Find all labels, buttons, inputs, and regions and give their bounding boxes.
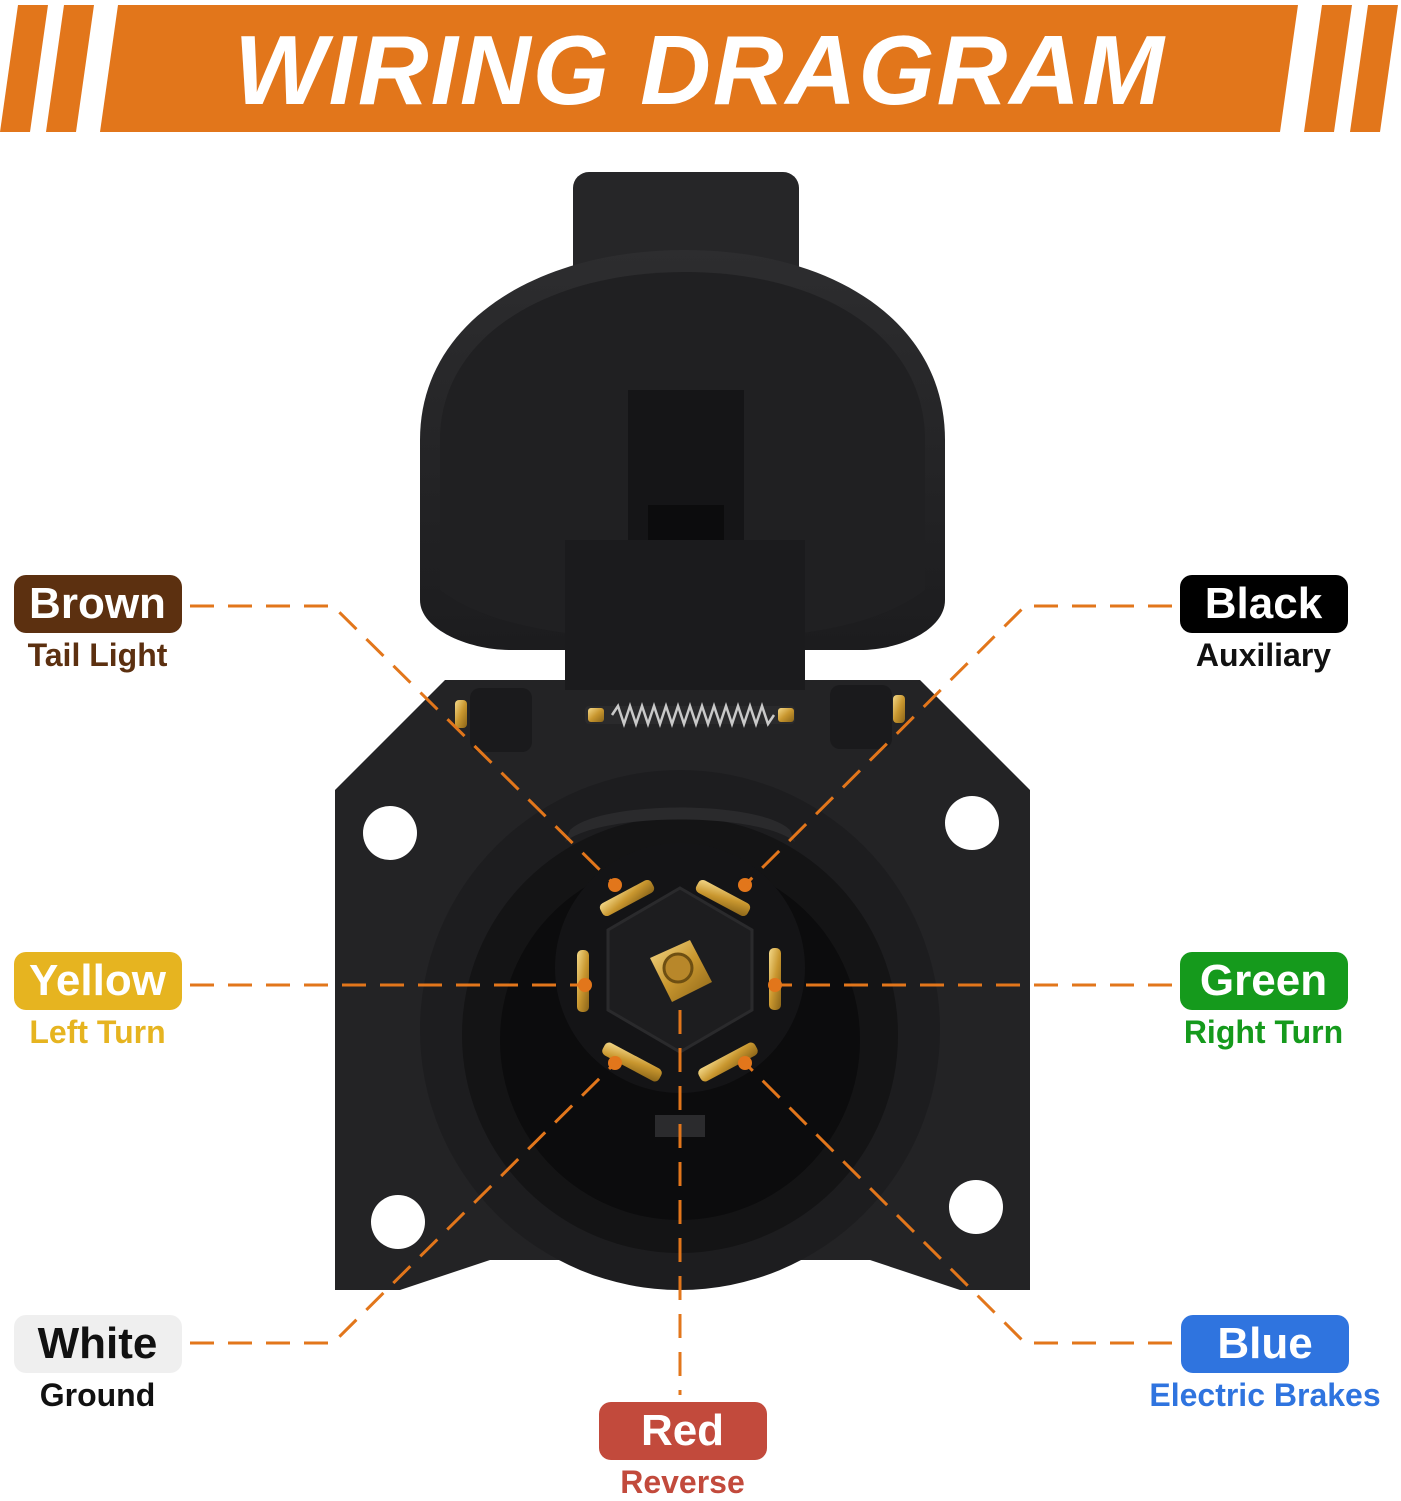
pin-marker-electric-brakes	[738, 1056, 752, 1070]
pin-marker-ground	[608, 1056, 622, 1070]
pin-ground	[602, 1042, 662, 1082]
banner-bar	[100, 5, 1298, 132]
wire-color-chip: Yellow	[13, 952, 182, 1010]
hinge-pin	[455, 700, 467, 728]
label-green: Green Right Turn	[1166, 952, 1361, 1051]
wire-function: Tail Light	[27, 637, 168, 673]
pin-electric-brakes	[698, 1042, 758, 1082]
guide-line-black	[743, 604, 1172, 887]
wire-function: Ground	[39, 1377, 156, 1413]
wire-function: Right Turn	[1183, 1014, 1344, 1050]
wire-color-chip: Brown	[13, 575, 182, 633]
hinge-spring	[610, 702, 776, 728]
wire-function: Electric Brakes	[1149, 1377, 1381, 1413]
wire-function: Left Turn	[29, 1014, 166, 1050]
banner-stripe-right-1	[1304, 5, 1352, 132]
wire-function: Auxiliary	[1195, 637, 1332, 673]
guide-line-brown	[190, 604, 617, 887]
pin-marker-tail-light	[608, 878, 622, 892]
label-yellow: Yellow Left Turn	[0, 952, 195, 1051]
guide-line-blue	[743, 1061, 1172, 1345]
lid-hinge-arm	[565, 540, 805, 690]
wire-color-chip: Green	[1179, 952, 1348, 1010]
wire-color-chip: Red	[598, 1402, 767, 1460]
banner-stripe-left-1	[0, 5, 48, 132]
wire-color-chip: Blue	[1181, 1315, 1349, 1373]
label-red: Red Reverse	[580, 1402, 785, 1501]
pin-marker-auxiliary	[738, 878, 752, 892]
wire-color-chip: Black	[1179, 575, 1348, 633]
pin-tail-light	[599, 879, 655, 917]
banner-stripe-left-2	[46, 5, 94, 132]
hinge-knuckle	[830, 685, 892, 749]
mounting-hole	[371, 1195, 425, 1249]
label-white: White Ground	[0, 1315, 195, 1414]
guide-line-white	[190, 1061, 617, 1345]
spring-end-cap	[588, 708, 604, 722]
title-banner: WIRING DRAGRAM	[0, 0, 1401, 140]
banner-stripes	[0, 5, 1398, 132]
label-blue: Blue Electric Brakes	[1136, 1315, 1394, 1414]
pin-marker-right-turn	[768, 978, 782, 992]
wire-function: Reverse	[620, 1464, 745, 1500]
label-brown: Brown Tail Light	[0, 575, 195, 674]
label-black: Black Auxiliary	[1166, 575, 1361, 674]
mounting-hole	[949, 1180, 1003, 1234]
diagram-title: WIRING DRAGRAM	[234, 15, 1166, 125]
spring-end-cap	[778, 708, 794, 722]
pin-auxiliary	[695, 879, 751, 917]
hinge-knuckle	[470, 688, 532, 752]
pin-marker-left-turn	[578, 978, 592, 992]
wire-color-chip: White	[13, 1315, 182, 1373]
hinge-pin	[893, 695, 905, 723]
center-screw	[662, 952, 694, 984]
mounting-hole	[945, 796, 999, 850]
socket-key	[565, 807, 795, 842]
mounting-hole	[363, 806, 417, 860]
banner-stripe-right-2	[1350, 5, 1398, 132]
